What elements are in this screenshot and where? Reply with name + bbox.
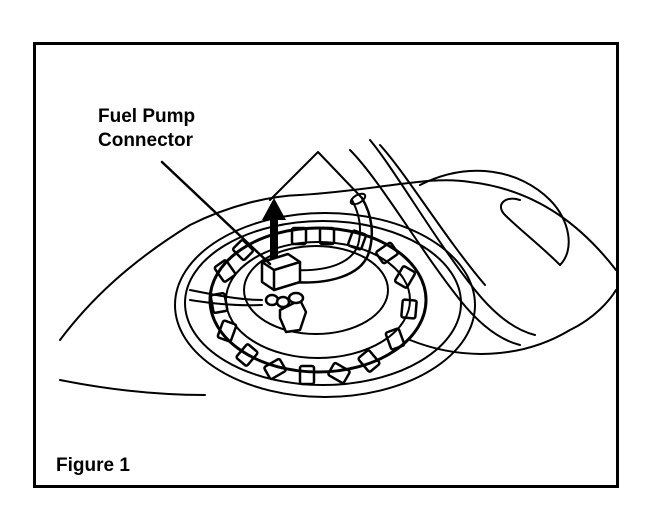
lock-ring-outer xyxy=(208,226,428,374)
tank-top-edge xyxy=(299,179,616,271)
filler-strap-outer xyxy=(349,149,521,346)
pump-well-outer xyxy=(174,212,476,398)
tank-bulge xyxy=(419,169,570,266)
lock-ring-teeth xyxy=(209,226,418,386)
callout-leader xyxy=(160,160,272,266)
fuel-hose-inner xyxy=(291,199,361,272)
callout-line-2: Connector xyxy=(98,130,193,151)
callout-line-1: Fuel Pump xyxy=(98,106,196,127)
filler-strap-inner xyxy=(369,139,536,336)
pump-well-inner xyxy=(184,220,462,386)
vent-fitting xyxy=(264,291,308,334)
electrical-connector xyxy=(260,252,302,292)
bracket-lines xyxy=(269,151,363,201)
wire-harness-2 xyxy=(189,299,263,307)
tank-lower-edge xyxy=(59,379,206,396)
wire-harness xyxy=(189,289,263,301)
up-arrow-icon xyxy=(262,198,286,258)
hose-end xyxy=(349,192,367,206)
fuel-hose xyxy=(288,196,374,284)
tank-outline xyxy=(59,194,301,341)
filler-strap-edge xyxy=(379,144,486,286)
figure-label: Figure 1 xyxy=(56,455,130,476)
fuel-pump-connector-callout: Fuel Pump Connector xyxy=(98,105,195,153)
pump-flange xyxy=(243,245,389,335)
figure-frame xyxy=(33,42,619,488)
tank-right-curve xyxy=(409,289,616,355)
